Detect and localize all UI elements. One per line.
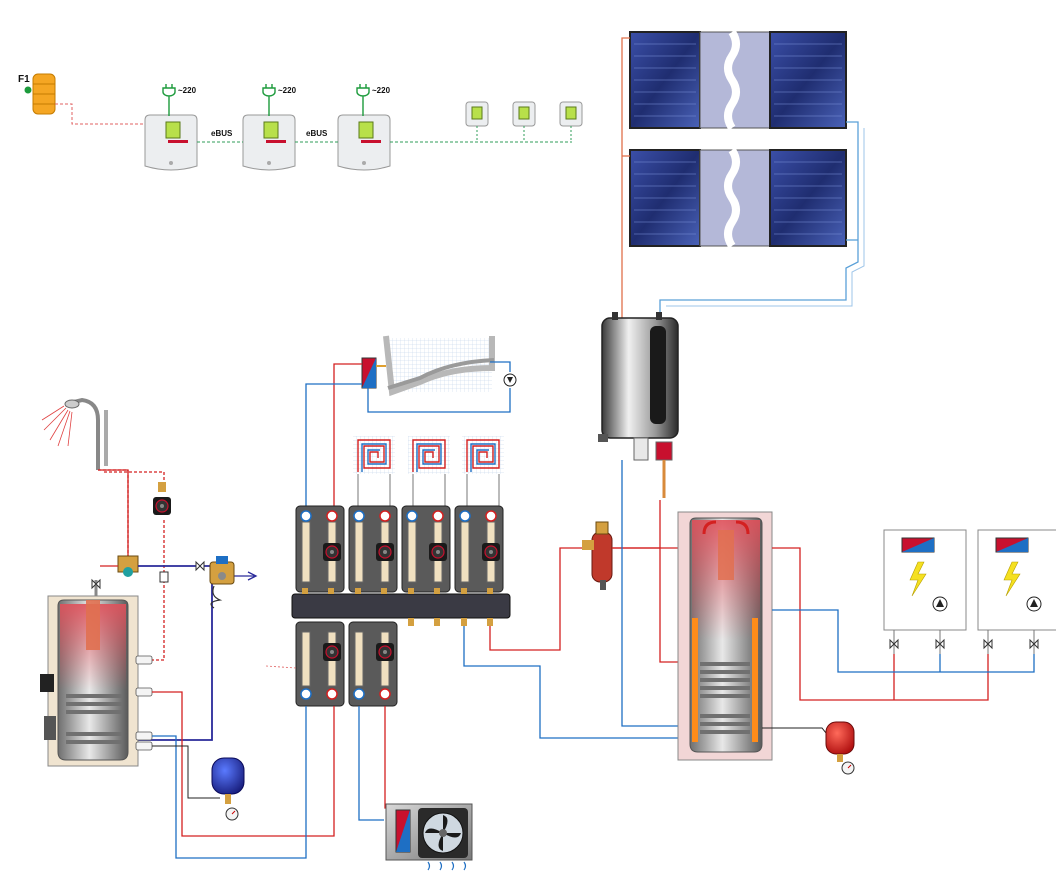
fuse-label: F1	[18, 74, 30, 85]
power-plug-icon	[162, 84, 176, 116]
valve-icon	[209, 556, 235, 609]
buffer-tank-icon	[677, 511, 773, 761]
controller-2-power-label: ~220	[278, 86, 297, 95]
underfloor-loop-icon	[353, 436, 395, 474]
ebus-label-1: eBUS	[211, 129, 233, 138]
underfloor-loop-icon	[462, 436, 504, 474]
pump-group-icon	[295, 505, 345, 593]
room-thermostat-icon[interactable]	[512, 101, 536, 142]
room-thermostat-icon[interactable]	[465, 101, 489, 142]
controller-2[interactable]	[242, 114, 296, 171]
pool-icon	[383, 335, 495, 397]
pump-group-icon	[454, 505, 504, 593]
mixing-valve-icon	[117, 555, 139, 577]
deaerator-icon	[582, 521, 613, 590]
fan-coil-icon	[385, 803, 473, 871]
expansion-vessel-icon	[211, 757, 245, 821]
pump-group-icon	[348, 505, 398, 593]
pump-icon	[152, 482, 172, 516]
power-plug-icon	[262, 84, 276, 116]
controller-3-power-label: ~220	[372, 86, 391, 95]
controller-1[interactable]	[144, 114, 198, 171]
electric-heater-icon	[883, 529, 967, 654]
solar-collector-array	[629, 29, 847, 249]
expansion-vessel-icon	[825, 721, 855, 775]
pump-group-icon	[348, 621, 398, 707]
electric-heater-icon	[977, 529, 1056, 654]
pump-group-bottom-row	[295, 621, 398, 707]
ebus-label-2: eBUS	[306, 129, 328, 138]
pump-group-icon	[401, 505, 451, 593]
shower-icon	[41, 397, 108, 470]
pump-group-icon	[295, 621, 345, 707]
controller-3[interactable]	[337, 114, 391, 171]
heat-exchanger-icon	[361, 357, 377, 389]
dhw-tank-icon	[40, 579, 139, 767]
manifold-icon	[291, 588, 511, 626]
solar-station-icon	[598, 312, 679, 461]
pump-group-top-row	[295, 505, 504, 593]
power-plug-icon	[356, 84, 370, 116]
underfloor-loop-icon	[408, 436, 450, 474]
fuse-icon	[24, 73, 56, 115]
controller-1-power-label: ~220	[178, 86, 197, 95]
room-thermostat-icon[interactable]	[559, 101, 583, 142]
pump-icon	[503, 373, 517, 387]
